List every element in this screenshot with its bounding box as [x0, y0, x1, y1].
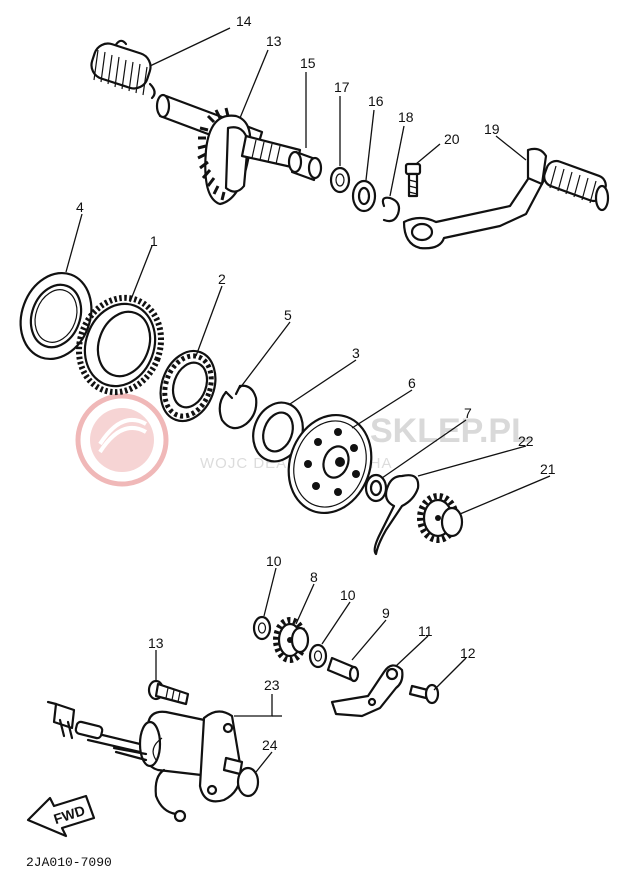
- label-1: 1: [150, 233, 158, 249]
- label-3: 3: [352, 345, 360, 361]
- label-17: 16: [368, 93, 384, 109]
- part-9-shaft: [326, 656, 360, 683]
- label-5: 5: [284, 307, 292, 323]
- label-16: 15: [300, 55, 316, 71]
- label-19: 18: [398, 109, 414, 125]
- part-10-washer-a: [252, 615, 272, 641]
- part-2-bearing: [159, 349, 217, 423]
- label-22: 21: [540, 461, 556, 477]
- part-10-washer-b: [308, 643, 328, 669]
- label-21: 20: [444, 131, 460, 147]
- label-2: 2: [218, 271, 226, 287]
- part-24-starter-motor: [46, 700, 244, 823]
- label-6: 6: [408, 375, 416, 391]
- part-25-o-ring: [236, 766, 260, 798]
- label-9: 9: [382, 605, 390, 621]
- part-21-bolt: [404, 162, 422, 198]
- watermark-logo: [75, 393, 169, 487]
- part-7-washer: [364, 473, 388, 503]
- part-11-plate: [330, 664, 404, 718]
- part-14-kick-axle: [155, 93, 302, 206]
- part-18-washer: [329, 166, 351, 194]
- label-10-b: 10: [340, 587, 356, 603]
- part-23-circlip: [373, 474, 420, 556]
- part-19-clip: [381, 196, 401, 223]
- part-5-circlip: [218, 384, 258, 430]
- part-3-collar: [252, 401, 304, 463]
- part-13-bolt: [147, 679, 190, 706]
- diagram-code: 2JA010-7090: [26, 855, 112, 870]
- label-7: 7: [464, 405, 472, 421]
- part-4-oil-seal: [19, 271, 93, 361]
- part-labels: 14 13 15 17 16 18 20 19 4 1 2 5 3 6 7 22…: [76, 13, 556, 753]
- part-17-washer: [351, 179, 377, 213]
- label-12: 12: [460, 645, 476, 661]
- label-23: 22: [518, 433, 534, 449]
- leader-lines: [65, 27, 551, 773]
- label-14: 13: [266, 33, 282, 49]
- part-12-screw: [408, 683, 440, 705]
- label-8: 8: [310, 569, 318, 585]
- label-20: 19: [484, 121, 500, 137]
- part-16-bushing: [287, 150, 323, 182]
- part-6-starter-plate: [287, 413, 373, 515]
- label-10-a: 10: [266, 553, 282, 569]
- label-11: 11: [418, 623, 433, 639]
- label-4: 4: [76, 199, 84, 215]
- part-8-idler-gear: [273, 617, 310, 663]
- label-24: 23: [264, 677, 280, 693]
- label-15: 14: [236, 13, 252, 29]
- part-20-kick-crank: [402, 147, 610, 250]
- part-22-pinion: [417, 493, 464, 543]
- fwd-arrow-icon: FWD: [26, 794, 96, 838]
- part-1-ring-gear: [75, 294, 165, 396]
- label-25: 24: [262, 737, 278, 753]
- label-18: 17: [334, 79, 350, 95]
- label-13: 13: [148, 635, 164, 651]
- part-15-spring: [90, 39, 156, 100]
